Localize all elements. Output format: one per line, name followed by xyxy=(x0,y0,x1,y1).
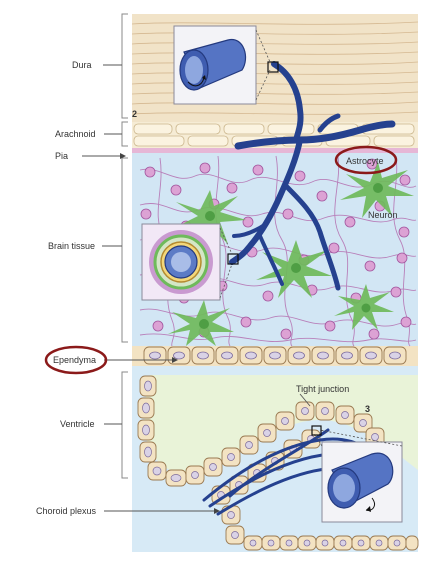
ependyma-highlight-ring xyxy=(44,345,108,375)
arachnoid-bracket xyxy=(121,121,128,147)
dura-vessel xyxy=(271,61,304,143)
label-arachnoid: Arachnoid xyxy=(55,129,96,139)
marker-3: 3 xyxy=(365,404,370,414)
astrocyte-highlight-ring xyxy=(334,145,398,175)
vessel-stub-top xyxy=(317,113,341,133)
label-dura: Dura xyxy=(72,60,92,70)
label-ventricle: Ventricle xyxy=(60,419,95,429)
ventricle-wall-nuclei xyxy=(142,380,182,482)
pia-layer xyxy=(132,148,418,153)
brain-tissue-bracket xyxy=(121,157,128,343)
label-astrocyte: Astrocyte xyxy=(346,156,384,166)
dura-fibers xyxy=(131,21,419,115)
layer-brackets xyxy=(121,13,128,479)
label-leader-lines xyxy=(82,64,311,512)
inset-choroid-capillary xyxy=(311,425,403,523)
choroid-capillary-inset-icon xyxy=(327,452,394,512)
astrocyte-nuclei xyxy=(199,183,383,329)
vessel-branch-lower xyxy=(258,234,284,286)
surface-vessel xyxy=(234,120,396,150)
dura-bracket xyxy=(121,13,128,119)
neuron-process-network xyxy=(139,155,417,347)
inset-dura-vessel xyxy=(173,25,279,105)
vessel-branch-right xyxy=(283,183,341,291)
label-arrowheads xyxy=(120,153,220,514)
highlight-rings xyxy=(44,145,398,375)
label-neuron: Neuron xyxy=(368,210,398,220)
label-ependyma: Ependyma xyxy=(53,355,96,365)
label-choroid-plexus: Choroid plexus xyxy=(36,506,97,516)
label-pia: Pia xyxy=(55,151,68,161)
marker-2: 2 xyxy=(132,109,137,119)
vessel-branch-left xyxy=(232,222,268,238)
ependyma-nuclei-row xyxy=(149,351,401,360)
capillary-cross-section-icon xyxy=(149,230,213,294)
label-tight-junction: Tight junction xyxy=(296,384,349,394)
blood-vessel-inset-icon xyxy=(179,39,247,91)
label-brain-tissue: Brain tissue xyxy=(48,241,95,251)
ventricle-bracket xyxy=(121,371,128,479)
inset-brain-capillary xyxy=(141,223,239,301)
blood-vessels xyxy=(229,61,396,291)
